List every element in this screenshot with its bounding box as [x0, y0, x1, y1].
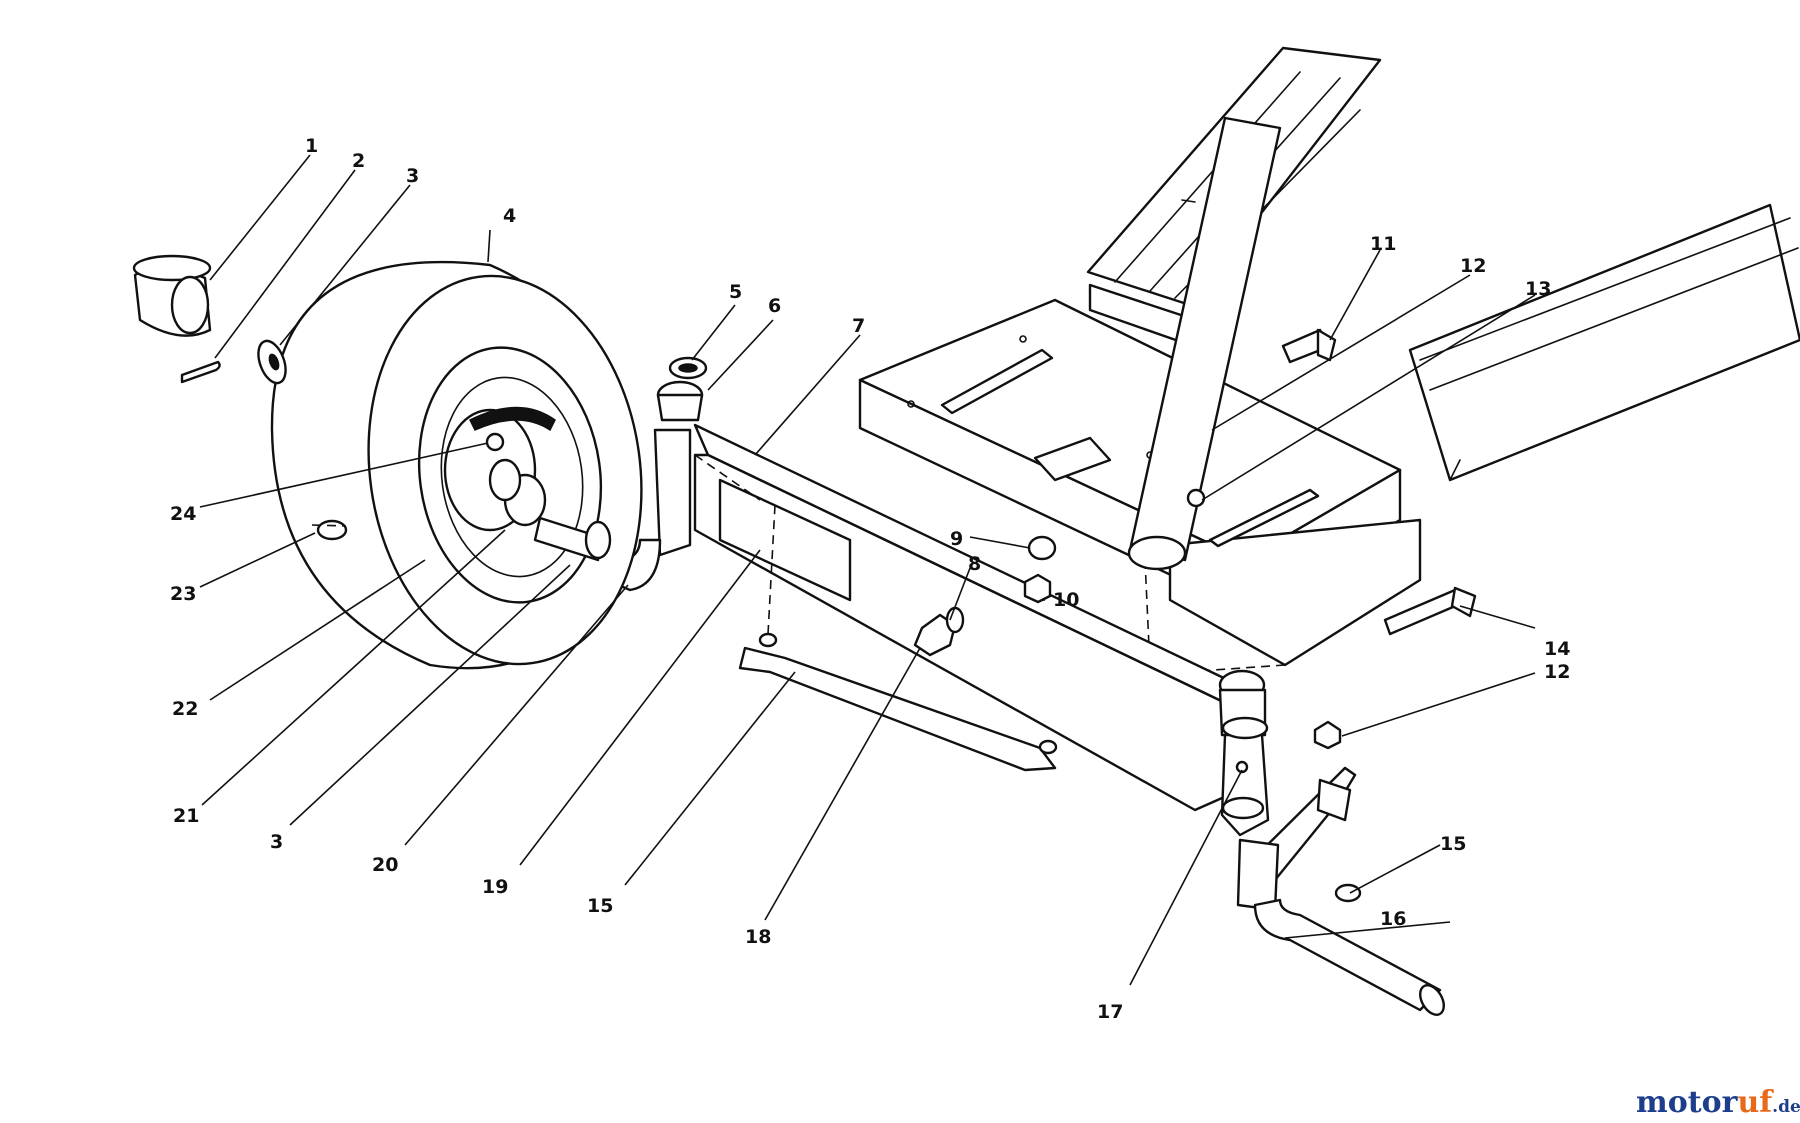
- part-label: 7: [852, 315, 865, 337]
- part-label: 15: [587, 895, 613, 917]
- part-label: 18: [745, 926, 771, 948]
- spindle-cap: [668, 356, 708, 380]
- part-label: 13: [1525, 278, 1551, 300]
- part-label: 10: [1053, 589, 1079, 611]
- leader-lines: [199, 154, 1536, 986]
- part-label: 23: [170, 583, 196, 605]
- washer-upper: [257, 339, 287, 385]
- part-number-labels: 1 2 3 4 5 6 7 8 9 10 11 12 13 14 12 15 1…: [170, 135, 1570, 1023]
- part-label: 11: [1370, 233, 1396, 255]
- cotter-pin: [180, 360, 221, 384]
- part-label: 12: [1544, 661, 1570, 683]
- part-label: 8: [968, 553, 981, 575]
- watermark-suffix: .de: [1772, 1097, 1800, 1117]
- watermark-accent: uf: [1737, 1085, 1774, 1120]
- part-label: 2: [352, 150, 365, 172]
- grease-fitting: [311, 519, 348, 541]
- hub-cap: [132, 254, 212, 337]
- part-label: 21: [173, 805, 199, 827]
- part-label: 5: [729, 281, 742, 303]
- part-label: 12: [1460, 255, 1486, 277]
- part-label: 16: [1380, 908, 1406, 930]
- part-label: 9: [950, 528, 963, 550]
- part-label: 3: [270, 831, 283, 853]
- svg-text:motoruf.de: motoruf.de: [1636, 1085, 1800, 1120]
- right-spindle: [1218, 669, 1445, 1016]
- axle-stub: [533, 516, 612, 562]
- part-label: 14: [1544, 638, 1570, 660]
- part-label: 4: [503, 205, 516, 227]
- watermark-main: motor: [1636, 1085, 1739, 1120]
- watermark-logo: motoruf.de: [1636, 1085, 1800, 1120]
- mounting-bracket: [858, 298, 1422, 673]
- part-label: 1: [305, 135, 318, 157]
- steering-column: [1127, 116, 1282, 571]
- tie-rod: [738, 504, 1058, 772]
- part-label: 3: [406, 165, 419, 187]
- part-label: 24: [170, 503, 196, 525]
- part-label: 22: [172, 698, 198, 720]
- part-label: 19: [482, 876, 508, 898]
- part-label: 17: [1097, 1001, 1123, 1023]
- front-wheel: [270, 260, 643, 670]
- part-label: 20: [372, 854, 398, 876]
- part-label: 15: [1440, 833, 1466, 855]
- part-label: 6: [768, 295, 781, 317]
